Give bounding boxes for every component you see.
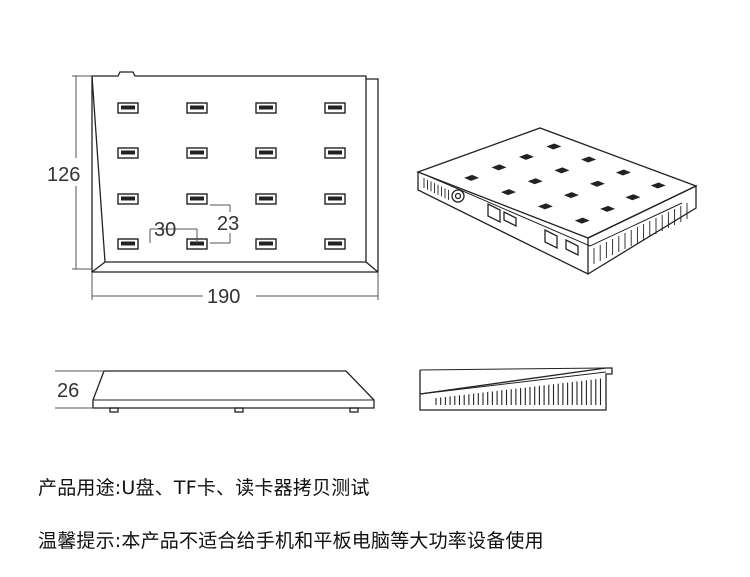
dim-height — [55, 370, 104, 409]
iso-usb-port — [491, 164, 507, 171]
usb-port-tongue — [190, 105, 204, 110]
front-foot-mid — [234, 407, 244, 413]
iso-usb-port — [546, 143, 562, 150]
usb-port-tongue — [328, 105, 342, 110]
top-view-top-surface — [91, 75, 367, 263]
isometric-view — [416, 127, 698, 276]
side-view — [419, 367, 613, 411]
isometric-usb-ports — [464, 143, 666, 224]
usb-port — [255, 147, 277, 159]
usb-port-tongue — [328, 241, 342, 246]
usb-port-tongue — [328, 150, 342, 155]
side-view-outline — [419, 367, 613, 411]
usb-port-tongue — [259, 241, 273, 246]
usb-port — [255, 102, 277, 114]
iso-lan-port — [544, 228, 558, 250]
iso-usb-port — [500, 189, 516, 196]
top-view-usb-ports — [117, 102, 346, 250]
usb-port — [117, 102, 139, 114]
isometric-vents — [423, 178, 688, 264]
usb-port-tongue — [121, 196, 135, 201]
usb-port-tongue — [259, 196, 273, 201]
top-view-outline — [91, 71, 379, 273]
usb-port-tongue — [328, 196, 342, 201]
dim-depth-label: 126 — [47, 164, 80, 186]
iso-usb-port — [650, 182, 666, 189]
iso-usb-port — [625, 194, 641, 201]
iso-top-face — [416, 127, 698, 239]
iso-power-jack — [451, 189, 465, 203]
dim-height-label: 26 — [57, 380, 79, 402]
usb-port — [324, 193, 346, 205]
usb-port — [117, 147, 139, 159]
usb-port — [255, 238, 277, 250]
usb-port-tongue — [121, 105, 135, 110]
usb-port-tongue — [121, 150, 135, 155]
usb-port — [324, 102, 346, 114]
dim-width — [91, 272, 379, 300]
iso-usb-port — [574, 217, 590, 224]
iso-usb-port — [518, 153, 534, 160]
front-view-outline — [92, 370, 375, 409]
usb-port-tongue — [259, 150, 273, 155]
iso-usb-port — [527, 178, 543, 185]
usb-port — [186, 147, 208, 159]
usb-port-tongue — [190, 241, 204, 246]
usb-port — [117, 193, 139, 205]
top-view — [91, 71, 379, 273]
iso-usb-port — [563, 192, 579, 199]
front-view — [92, 370, 375, 413]
iso-front-face — [417, 172, 589, 276]
iso-usb-port — [581, 156, 597, 163]
usb-port — [186, 102, 208, 114]
usb-port — [255, 193, 277, 205]
usb-port — [324, 147, 346, 159]
usage-caption: 产品用途:U盘、TF卡、读卡器拷贝测试 — [38, 477, 370, 499]
iso-right-face — [587, 184, 697, 275]
iso-usb-port — [464, 174, 480, 181]
front-foot-left — [109, 407, 119, 413]
iso-usb-port — [589, 180, 605, 187]
tip-caption: 温馨提示:本产品不适合给手机和平板电脑等大功率设备使用 — [38, 530, 544, 552]
dim-depth — [72, 75, 92, 270]
iso-usb-port — [537, 203, 553, 210]
usb-port-tongue — [121, 241, 135, 246]
iso-usb-a-port — [503, 210, 517, 228]
iso-usb-port — [615, 169, 631, 176]
iso-usb-port — [554, 167, 570, 174]
dim-port-pitch — [149, 204, 231, 244]
dim-width-label: 190 — [207, 286, 240, 308]
usb-port-tongue — [259, 105, 273, 110]
usb-port — [324, 238, 346, 250]
iso-switch — [565, 238, 579, 257]
iso-usb-port — [600, 205, 616, 212]
usb-port-tongue — [190, 150, 204, 155]
usb-port — [186, 193, 208, 205]
front-foot-right — [349, 407, 359, 413]
usb-port — [117, 238, 139, 250]
side-view-vents — [435, 378, 602, 405]
usb-port-tongue — [190, 196, 204, 201]
iso-rj45-port — [487, 202, 501, 224]
dim-pitch-x-label: 30 — [154, 219, 176, 241]
dim-pitch-y-label: 23 — [217, 213, 239, 235]
